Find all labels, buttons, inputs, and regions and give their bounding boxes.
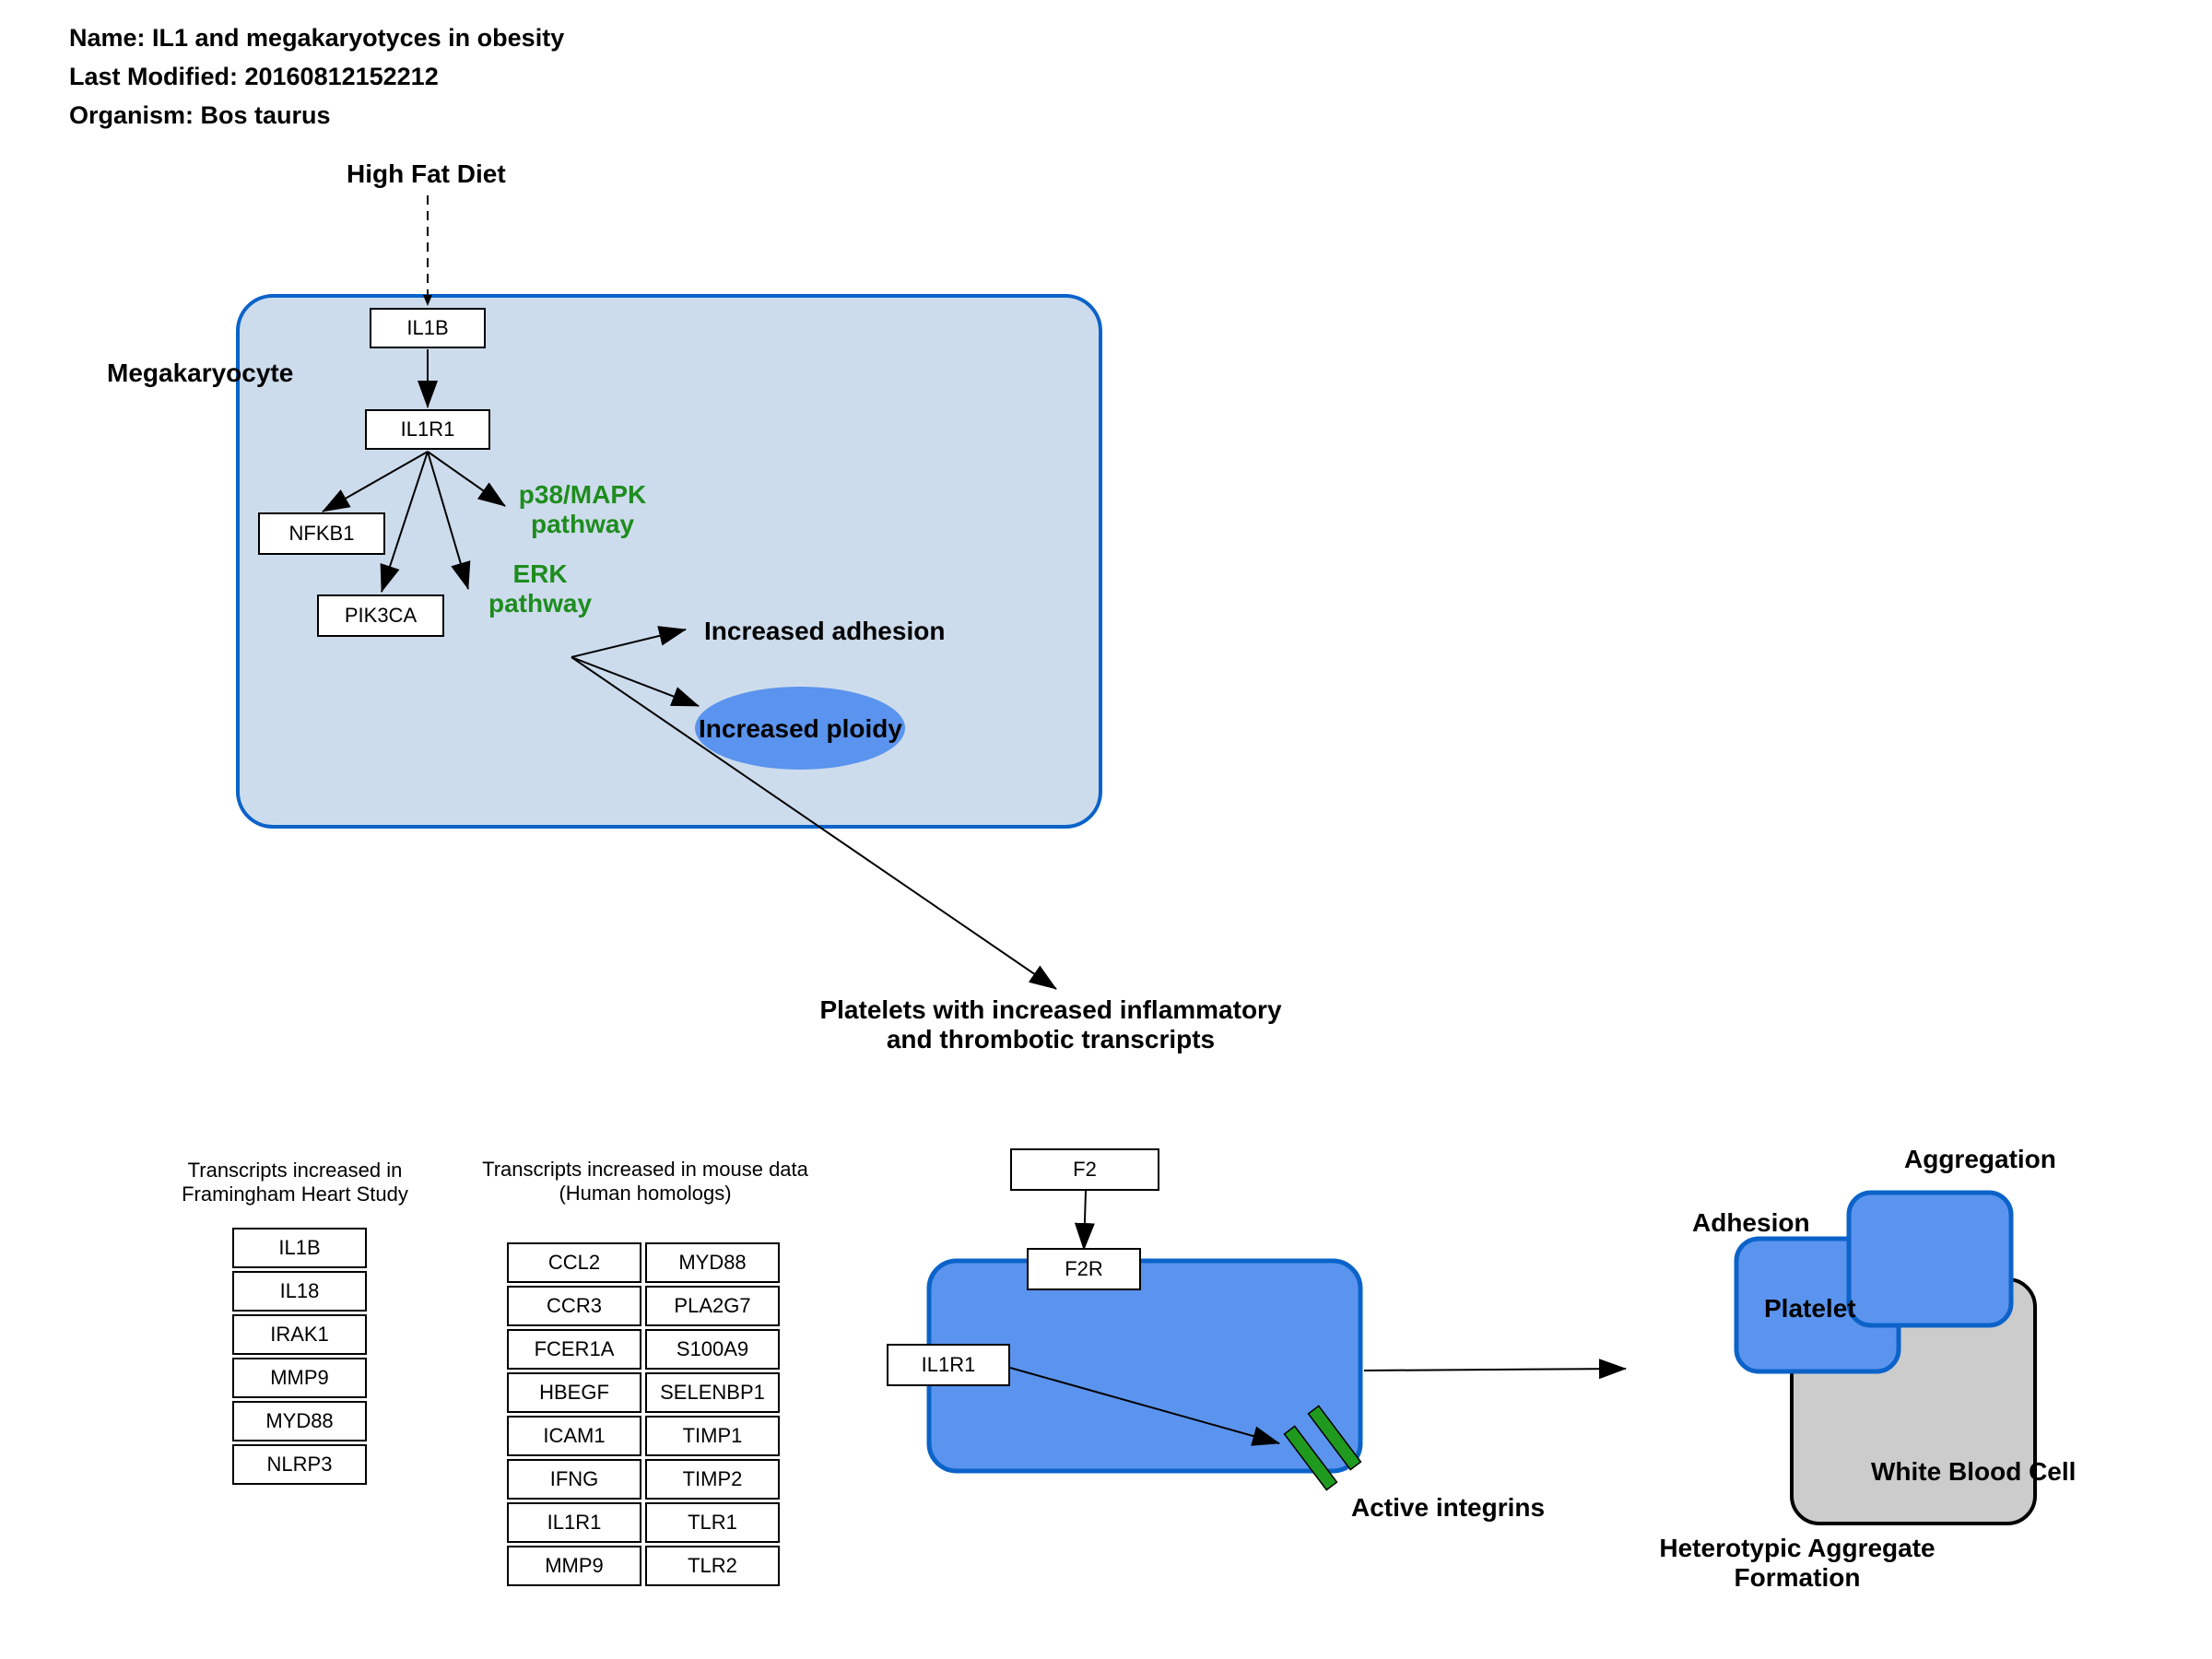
gene-box-f2r[interactable]: F2R	[1027, 1248, 1141, 1290]
framingham-gene-irak1[interactable]: IRAK1	[232, 1314, 367, 1355]
framingham-caption-line2: Framingham Heart Study	[182, 1182, 408, 1206]
gene-box-il1r1-platelet[interactable]: IL1R1	[887, 1344, 1010, 1386]
gene-box-nfkb1[interactable]: NFKB1	[258, 512, 385, 555]
organism: Organism: Bos taurus	[69, 101, 331, 129]
mouse-caption-line2: (Human homologs)	[559, 1182, 732, 1205]
increased-ploidy-ellipse	[695, 687, 905, 770]
mouse-caption-line1: Transcripts increased in mouse data	[482, 1158, 808, 1181]
adhesion-label: Adhesion	[1692, 1208, 1810, 1237]
edge-il1r1-integrins	[1009, 1367, 1280, 1446]
platelet-label: Platelet	[1764, 1294, 1856, 1323]
pathway-name: Name: IL1 and megakaryotyces in obesity	[69, 24, 565, 52]
hetero-label-line2: Formation	[1734, 1563, 1861, 1592]
mouse-gene-right-timp2[interactable]: TIMP2	[645, 1459, 780, 1500]
edge-platelet-to-aggregate	[1363, 1359, 1627, 1380]
framingham-gene-il18[interactable]: IL18	[232, 1271, 367, 1312]
mouse-gene-left-mmp9[interactable]: MMP9	[507, 1546, 641, 1586]
integrin-bar-2	[1307, 1405, 1362, 1471]
erk-label-line2: pathway	[488, 589, 593, 618]
megakaryocyte-compartment	[236, 294, 1102, 829]
edge-il1r1-nfkb1	[322, 451, 429, 512]
edge-il1r1-pik3ca	[380, 451, 429, 593]
edge-to-platelets	[571, 656, 1057, 990]
platelets-label-line1: Platelets with increased inflammatory	[819, 995, 1282, 1024]
aggregation-platelet-shape	[1846, 1190, 2014, 1328]
mouse-gene-left-ifng[interactable]: IFNG	[507, 1459, 641, 1500]
framingham-caption-line1: Transcripts increased in	[187, 1159, 403, 1182]
framingham-gene-mmp9[interactable]: MMP9	[232, 1358, 367, 1398]
last-modified: Last Modified: 20160812152212	[69, 63, 439, 90]
hetero-label-line1: Heterotypic Aggregate	[1659, 1534, 1936, 1562]
mouse-gene-right-tlr2[interactable]: TLR2	[645, 1546, 780, 1586]
edge-il1r1-erk	[427, 451, 471, 590]
erk-pathway-label: ERK pathway	[477, 559, 603, 618]
high-fat-diet-label: High Fat Diet	[347, 159, 506, 188]
p38-mapk-pathway-label: p38/MAPK pathway	[505, 480, 660, 539]
framingham-gene-il1b[interactable]: IL1B	[232, 1228, 367, 1268]
white-blood-cell-label: White Blood Cell	[1871, 1457, 2077, 1486]
mouse-gene-left-ccl2[interactable]: CCL2	[507, 1242, 641, 1283]
erk-label-line1: ERK	[512, 559, 568, 588]
edge-f2-f2r	[1074, 1190, 1095, 1251]
framingham-caption: Transcripts increased in Framingham Hear…	[157, 1159, 433, 1206]
increased-ploidy-label: Increased ploidy	[699, 714, 902, 743]
mouse-gene-left-ccr3[interactable]: CCR3	[507, 1286, 641, 1326]
megakaryocyte-label: Megakaryocyte	[107, 359, 294, 387]
mouse-gene-left-hbegf[interactable]: HBEGF	[507, 1372, 641, 1413]
framingham-gene-nlrp3[interactable]: NLRP3	[232, 1444, 367, 1485]
framingham-gene-myd88[interactable]: MYD88	[232, 1401, 367, 1441]
heterotypic-aggregate-label: Heterotypic Aggregate Formation	[1631, 1534, 1963, 1593]
mouse-gene-left-icam1[interactable]: ICAM1	[507, 1416, 641, 1456]
integrin-bar-1	[1283, 1425, 1338, 1491]
platelets-transcripts-label: Platelets with increased inflammatory an…	[793, 995, 1309, 1054]
active-integrins-label: Active integrins	[1351, 1493, 1546, 1522]
edge-il1r1-p38	[427, 451, 506, 507]
p38-label-line1: p38/MAPK	[518, 480, 647, 509]
edge-to-adhesion	[571, 626, 687, 658]
mouse-gene-right-pla2g7[interactable]: PLA2G7	[645, 1286, 780, 1326]
gene-box-pik3ca[interactable]: PIK3CA	[317, 594, 444, 637]
mouse-gene-right-s100a9[interactable]: S100A9	[645, 1329, 780, 1370]
gene-box-f2[interactable]: F2	[1010, 1148, 1159, 1191]
edge-to-ploidy	[571, 656, 700, 707]
mouse-gene-left-fcer1a[interactable]: FCER1A	[507, 1329, 641, 1370]
gene-box-il1r1[interactable]: IL1R1	[365, 409, 490, 450]
increased-adhesion-label: Increased adhesion	[704, 617, 946, 645]
mouse-gene-left-il1r1[interactable]: IL1R1	[507, 1502, 641, 1543]
platelets-label-line2: and thrombotic transcripts	[886, 1025, 1216, 1053]
mouse-gene-right-selenbp1[interactable]: SELENBP1	[645, 1372, 780, 1413]
mouse-gene-right-myd88[interactable]: MYD88	[645, 1242, 780, 1283]
p38-label-line2: pathway	[530, 510, 635, 538]
mouse-caption: Transcripts increased in mouse data (Hum…	[452, 1158, 839, 1206]
mouse-gene-right-tlr1[interactable]: TLR1	[645, 1502, 780, 1543]
aggregation-label: Aggregation	[1904, 1145, 2056, 1173]
mouse-gene-right-timp1[interactable]: TIMP1	[645, 1416, 780, 1456]
gene-box-il1b[interactable]: IL1B	[370, 308, 486, 348]
